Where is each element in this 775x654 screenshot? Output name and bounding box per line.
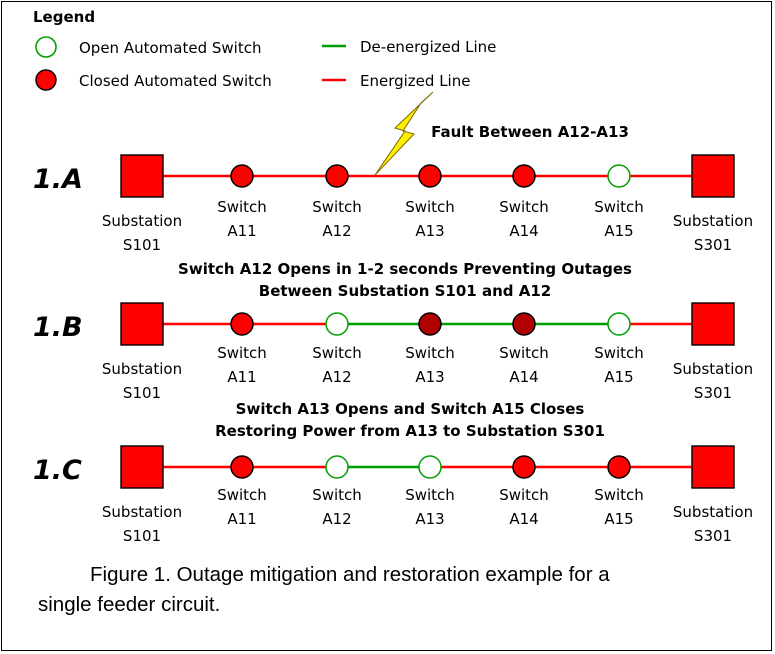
switch-label: Switch — [217, 486, 267, 504]
feeder-row: 1.C Switch A13 Opens and Switch A15 Close… — [33, 400, 753, 545]
substation-icon — [691, 154, 735, 198]
substation-label: Substation — [673, 503, 753, 521]
feeder-row: 1.B Switch A12 Opens in 1-2 seconds Preve… — [33, 260, 753, 402]
switch-label: Switch — [594, 198, 644, 216]
substation-id: S101 — [123, 236, 161, 254]
substation-id: S301 — [694, 384, 732, 402]
switch-label: Switch — [312, 198, 362, 216]
closed-switch-icon — [512, 455, 536, 479]
closed-switch-icon — [512, 164, 536, 188]
switch-label: Switch — [217, 344, 267, 362]
closed-switch-icon — [325, 164, 349, 188]
closed-switch-icon — [230, 312, 254, 336]
substation-icon — [691, 302, 735, 346]
row-label: 1.B — [33, 312, 83, 343]
switch-id: A11 — [227, 368, 256, 386]
open-switch-icon — [35, 36, 57, 58]
caption-line-2: single feeder circuit. — [38, 593, 221, 616]
switch-id: A13 — [415, 510, 444, 528]
row-label: 1.A — [33, 164, 83, 195]
switch-id: A15 — [604, 510, 633, 528]
switch-label: Switch — [594, 486, 644, 504]
row-title-line: Between Substation S101 and A12 — [259, 282, 551, 300]
switch-label: Switch — [312, 344, 362, 362]
feeder-diagram: Legend Open Automated Switch Closed Auto… — [33, 8, 753, 545]
substation-id: S301 — [694, 236, 732, 254]
caption-line-1: Figure 1. Outage mitigation and restorat… — [90, 563, 610, 586]
figure-caption: Figure 1. Outage mitigation and restorat… — [38, 560, 758, 620]
open-switch-icon — [607, 164, 631, 188]
switch-id: A14 — [509, 368, 538, 386]
switch-label: Switch — [405, 486, 455, 504]
switch-label: Switch — [217, 198, 267, 216]
lightning-bolt-icon — [374, 91, 434, 176]
switch-id: A14 — [509, 510, 538, 528]
switch-label: Switch — [594, 344, 644, 362]
closed-switch-icon — [418, 164, 442, 188]
switch-id: A15 — [604, 222, 633, 240]
switch-id: A14 — [509, 222, 538, 240]
switch-id: A13 — [415, 222, 444, 240]
switch-label: Switch — [499, 344, 549, 362]
substation-id: S101 — [123, 527, 161, 545]
row-title-line: Fault Between A12-A13 — [431, 123, 629, 141]
switch-label: Switch — [499, 486, 549, 504]
substation-label: Substation — [102, 360, 182, 378]
switch-id: A15 — [604, 368, 633, 386]
substation-icon — [120, 154, 164, 198]
legend: Legend Open Automated Switch Closed Auto… — [33, 8, 496, 91]
closed-switch-icon — [418, 312, 442, 336]
switch-id: A11 — [227, 222, 256, 240]
row-title-line: Restoring Power from A13 to Substation S… — [215, 422, 605, 440]
substation-id: S101 — [123, 384, 161, 402]
substation-icon — [691, 445, 735, 489]
switch-id: A12 — [322, 368, 351, 386]
legend-deenergized-label: De-energized Line — [360, 38, 496, 56]
closed-switch-icon — [35, 69, 57, 91]
row-title-line: Switch A12 Opens in 1-2 seconds Preventi… — [178, 260, 632, 278]
closed-switch-icon — [512, 312, 536, 336]
legend-closed-switch-label: Closed Automated Switch — [79, 72, 272, 90]
open-switch-icon — [325, 312, 349, 336]
legend-title: Legend — [33, 8, 95, 26]
closed-switch-icon — [607, 455, 631, 479]
switch-id: A12 — [322, 222, 351, 240]
switch-id: A12 — [322, 510, 351, 528]
open-switch-icon — [418, 455, 442, 479]
legend-open-switch-label: Open Automated Switch — [79, 39, 261, 57]
switch-id: A13 — [415, 368, 444, 386]
switch-id: A11 — [227, 510, 256, 528]
substation-icon — [120, 445, 164, 489]
open-switch-icon — [325, 455, 349, 479]
substation-label: Substation — [102, 212, 182, 230]
switch-label: Switch — [312, 486, 362, 504]
legend-energized-label: Energized Line — [360, 72, 470, 90]
switch-label: Switch — [405, 198, 455, 216]
open-switch-icon — [607, 312, 631, 336]
row-title-line: Switch A13 Opens and Switch A15 Closes — [236, 400, 585, 418]
switch-label: Switch — [499, 198, 549, 216]
row-label: 1.C — [33, 455, 82, 486]
substation-label: Substation — [673, 360, 753, 378]
substation-id: S301 — [694, 527, 732, 545]
switch-label: Switch — [405, 344, 455, 362]
closed-switch-icon — [230, 164, 254, 188]
substation-label: Substation — [102, 503, 182, 521]
substation-label: Substation — [673, 212, 753, 230]
closed-switch-icon — [230, 455, 254, 479]
substation-icon — [120, 302, 164, 346]
